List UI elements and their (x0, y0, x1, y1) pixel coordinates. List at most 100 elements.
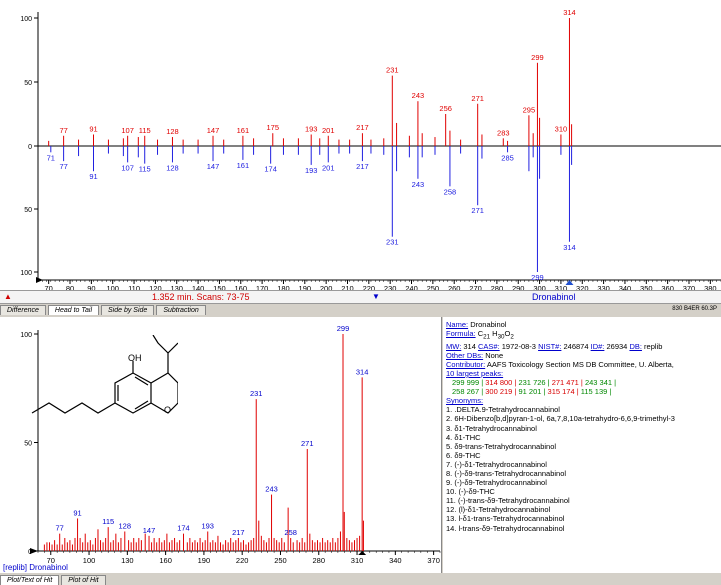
x-tick-label: 210 (341, 284, 354, 290)
formula-label[interactable]: Formula: (446, 329, 476, 339)
largest-peaks-label[interactable]: 10 largest peaks: (446, 368, 504, 378)
cas-value: 1972-08-3 (501, 341, 536, 351)
peak-label: 299 (337, 324, 350, 333)
compound-info-panel[interactable]: Name: Dronabinol Formula: C21 H30O2 MW: … (443, 317, 721, 573)
mw-label[interactable]: MW: (446, 341, 462, 351)
x-tick-label: 130 (170, 284, 183, 290)
synonym-item: 9. (-)-δ9-Tetrahydrocannabinol (446, 478, 547, 488)
pyran-oxygen-label: O (164, 405, 172, 415)
hit-library-label: [replib] Dronabinol (3, 563, 68, 572)
x-tick-label: 270 (469, 284, 482, 290)
x-tick-label: 320 (576, 284, 589, 290)
peak-label: 271 (301, 439, 314, 448)
hit-spectrum-panel[interactable]: 1005007010013016019022025028031034037077… (0, 317, 442, 573)
peak-label: 310 (555, 124, 568, 133)
peak-label: 147 (207, 162, 220, 171)
x-tick-label: 360 (661, 284, 674, 290)
peak-label: 77 (56, 524, 64, 533)
peak-label: 231 (250, 389, 263, 398)
tab-head-to-tail[interactable]: Head to Tail (47, 305, 100, 315)
peak-label: 314 (356, 367, 369, 376)
peak-label: 91 (89, 172, 97, 181)
hit-spectrum-chart[interactable]: 1005007010013016019022025028031034037077… (0, 317, 441, 573)
contributor-label[interactable]: Contributor: (446, 359, 486, 369)
cas-label[interactable]: CAS#: (477, 341, 500, 351)
peak-label: 147 (207, 126, 220, 135)
left-range-marker[interactable] (36, 277, 43, 283)
peak-label: 299 (531, 273, 544, 282)
x-tick-label: 280 (313, 556, 326, 565)
peaks-row-2: 258 267 | 300 219 | 91 201 | 315 174 | 1… (446, 387, 718, 396)
peak-label: 201 (322, 126, 335, 135)
peak-label: 243 (412, 180, 425, 189)
contributor-value: AAFS Toxicology Section MS DB Committee,… (486, 359, 674, 369)
selected-mass-marker[interactable] (358, 551, 367, 555)
x-tick-label: 380 (704, 284, 717, 290)
status-left-marker-icon[interactable]: ▲ (4, 292, 12, 301)
peak-label: 217 (356, 162, 369, 171)
peak-entry: 115 139 | (580, 387, 612, 397)
peak-entry: 271 471 | (551, 378, 585, 388)
synonym-item: 3. δ1-Tetrahydrocannabinol (446, 423, 537, 433)
name-label[interactable]: Name: (446, 320, 469, 329)
peak-label: 283 (497, 128, 510, 137)
x-tick-label: 290 (512, 284, 525, 290)
peak-label: 115 (139, 126, 151, 135)
peak-label: 295 (523, 105, 536, 114)
synonym-item: 10. (-)-δ9-THC (446, 487, 495, 497)
oh-label: OH (128, 353, 142, 363)
peak-label: 175 (267, 123, 280, 132)
peak-entry: 314 800 | (485, 378, 519, 388)
left-range-marker[interactable] (30, 548, 38, 554)
peak-label: 271 (471, 206, 484, 215)
peak-label: 77 (59, 126, 67, 135)
peak-label: 128 (119, 521, 132, 530)
x-tick-label: 160 (235, 284, 248, 290)
selected-mass-marker[interactable] (565, 280, 574, 285)
synonym-item: 1. .DELTA.9-Tetrahydrocannabinol (446, 405, 560, 415)
tab-side-by-side[interactable]: Side by Side (101, 305, 155, 315)
y-tick-label: 0 (28, 144, 32, 151)
x-tick-label: 220 (236, 556, 249, 565)
synonym-item: 2. 6H-Dibenzo[b,d]pyran-1-ol, 6a,7,8,10a… (446, 414, 675, 424)
peak-label: 91 (89, 124, 97, 133)
x-tick-label: 260 (448, 284, 461, 290)
tab-subtraction[interactable]: Subtraction (156, 305, 206, 315)
x-tick-label: 150 (213, 284, 226, 290)
db-label[interactable]: DB: (629, 341, 642, 351)
top-right-status: 830 B4ER 60.3P (672, 306, 717, 312)
other-dbs-value: None (485, 350, 504, 360)
peak-label: 115 (102, 517, 114, 526)
synonym-item: 4. δ1-THC (446, 432, 481, 442)
other-dbs-label[interactable]: Other DBs: (446, 350, 484, 360)
y-tick-label: 100 (20, 16, 32, 23)
x-tick-label: 170 (256, 284, 269, 290)
peak-label: 243 (412, 91, 425, 100)
peak-label: 174 (177, 524, 190, 533)
x-tick-label: 130 (121, 556, 134, 565)
x-tick-label: 180 (277, 284, 290, 290)
status-center-marker-icon[interactable]: ▼ (372, 292, 380, 301)
x-tick-label: 240 (405, 284, 418, 290)
peak-label: 128 (166, 163, 179, 172)
peak-label: 217 (356, 123, 369, 132)
synonym-item: 6. δ9-THC (446, 450, 481, 460)
peak-entry: 258 267 | (452, 387, 486, 397)
nist-label[interactable]: NIST#: (538, 341, 562, 351)
id-label[interactable]: ID#: (590, 341, 605, 351)
peak-label: 71 (47, 153, 55, 162)
synonyms-label[interactable]: Synonyms: (446, 396, 484, 406)
y-tick-label: 50 (24, 80, 32, 87)
peak-entry: 243 341 | (584, 378, 617, 388)
peak-label: 256 (439, 104, 452, 113)
tab-plot-of-hit[interactable]: Plot of Hit (61, 575, 106, 585)
peak-label: 193 (201, 521, 214, 530)
x-tick-label: 370 (683, 284, 696, 290)
peak-label: 299 (531, 53, 544, 62)
peak-label: 161 (237, 161, 250, 170)
tab-plot-text-of-hit[interactable]: Plot/Text of Hit (0, 575, 60, 585)
tab-difference[interactable]: Difference (0, 305, 46, 315)
